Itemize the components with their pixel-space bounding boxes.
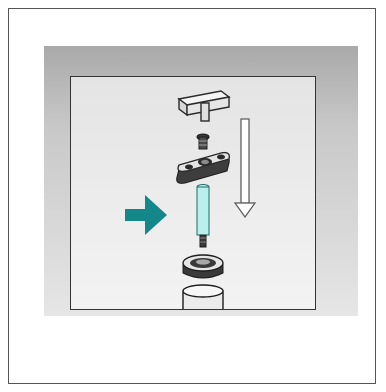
cap-fitting-icon xyxy=(182,254,224,279)
cylinder-icon xyxy=(182,284,224,309)
down-arrow-icon xyxy=(233,118,257,219)
mounting-plate-icon xyxy=(176,151,231,184)
t-handle-key-icon xyxy=(177,90,231,122)
right-arrow-icon xyxy=(125,195,167,235)
screw-icon xyxy=(196,133,210,150)
assembly-illustration xyxy=(70,76,316,310)
threaded-pin-icon xyxy=(196,184,210,248)
